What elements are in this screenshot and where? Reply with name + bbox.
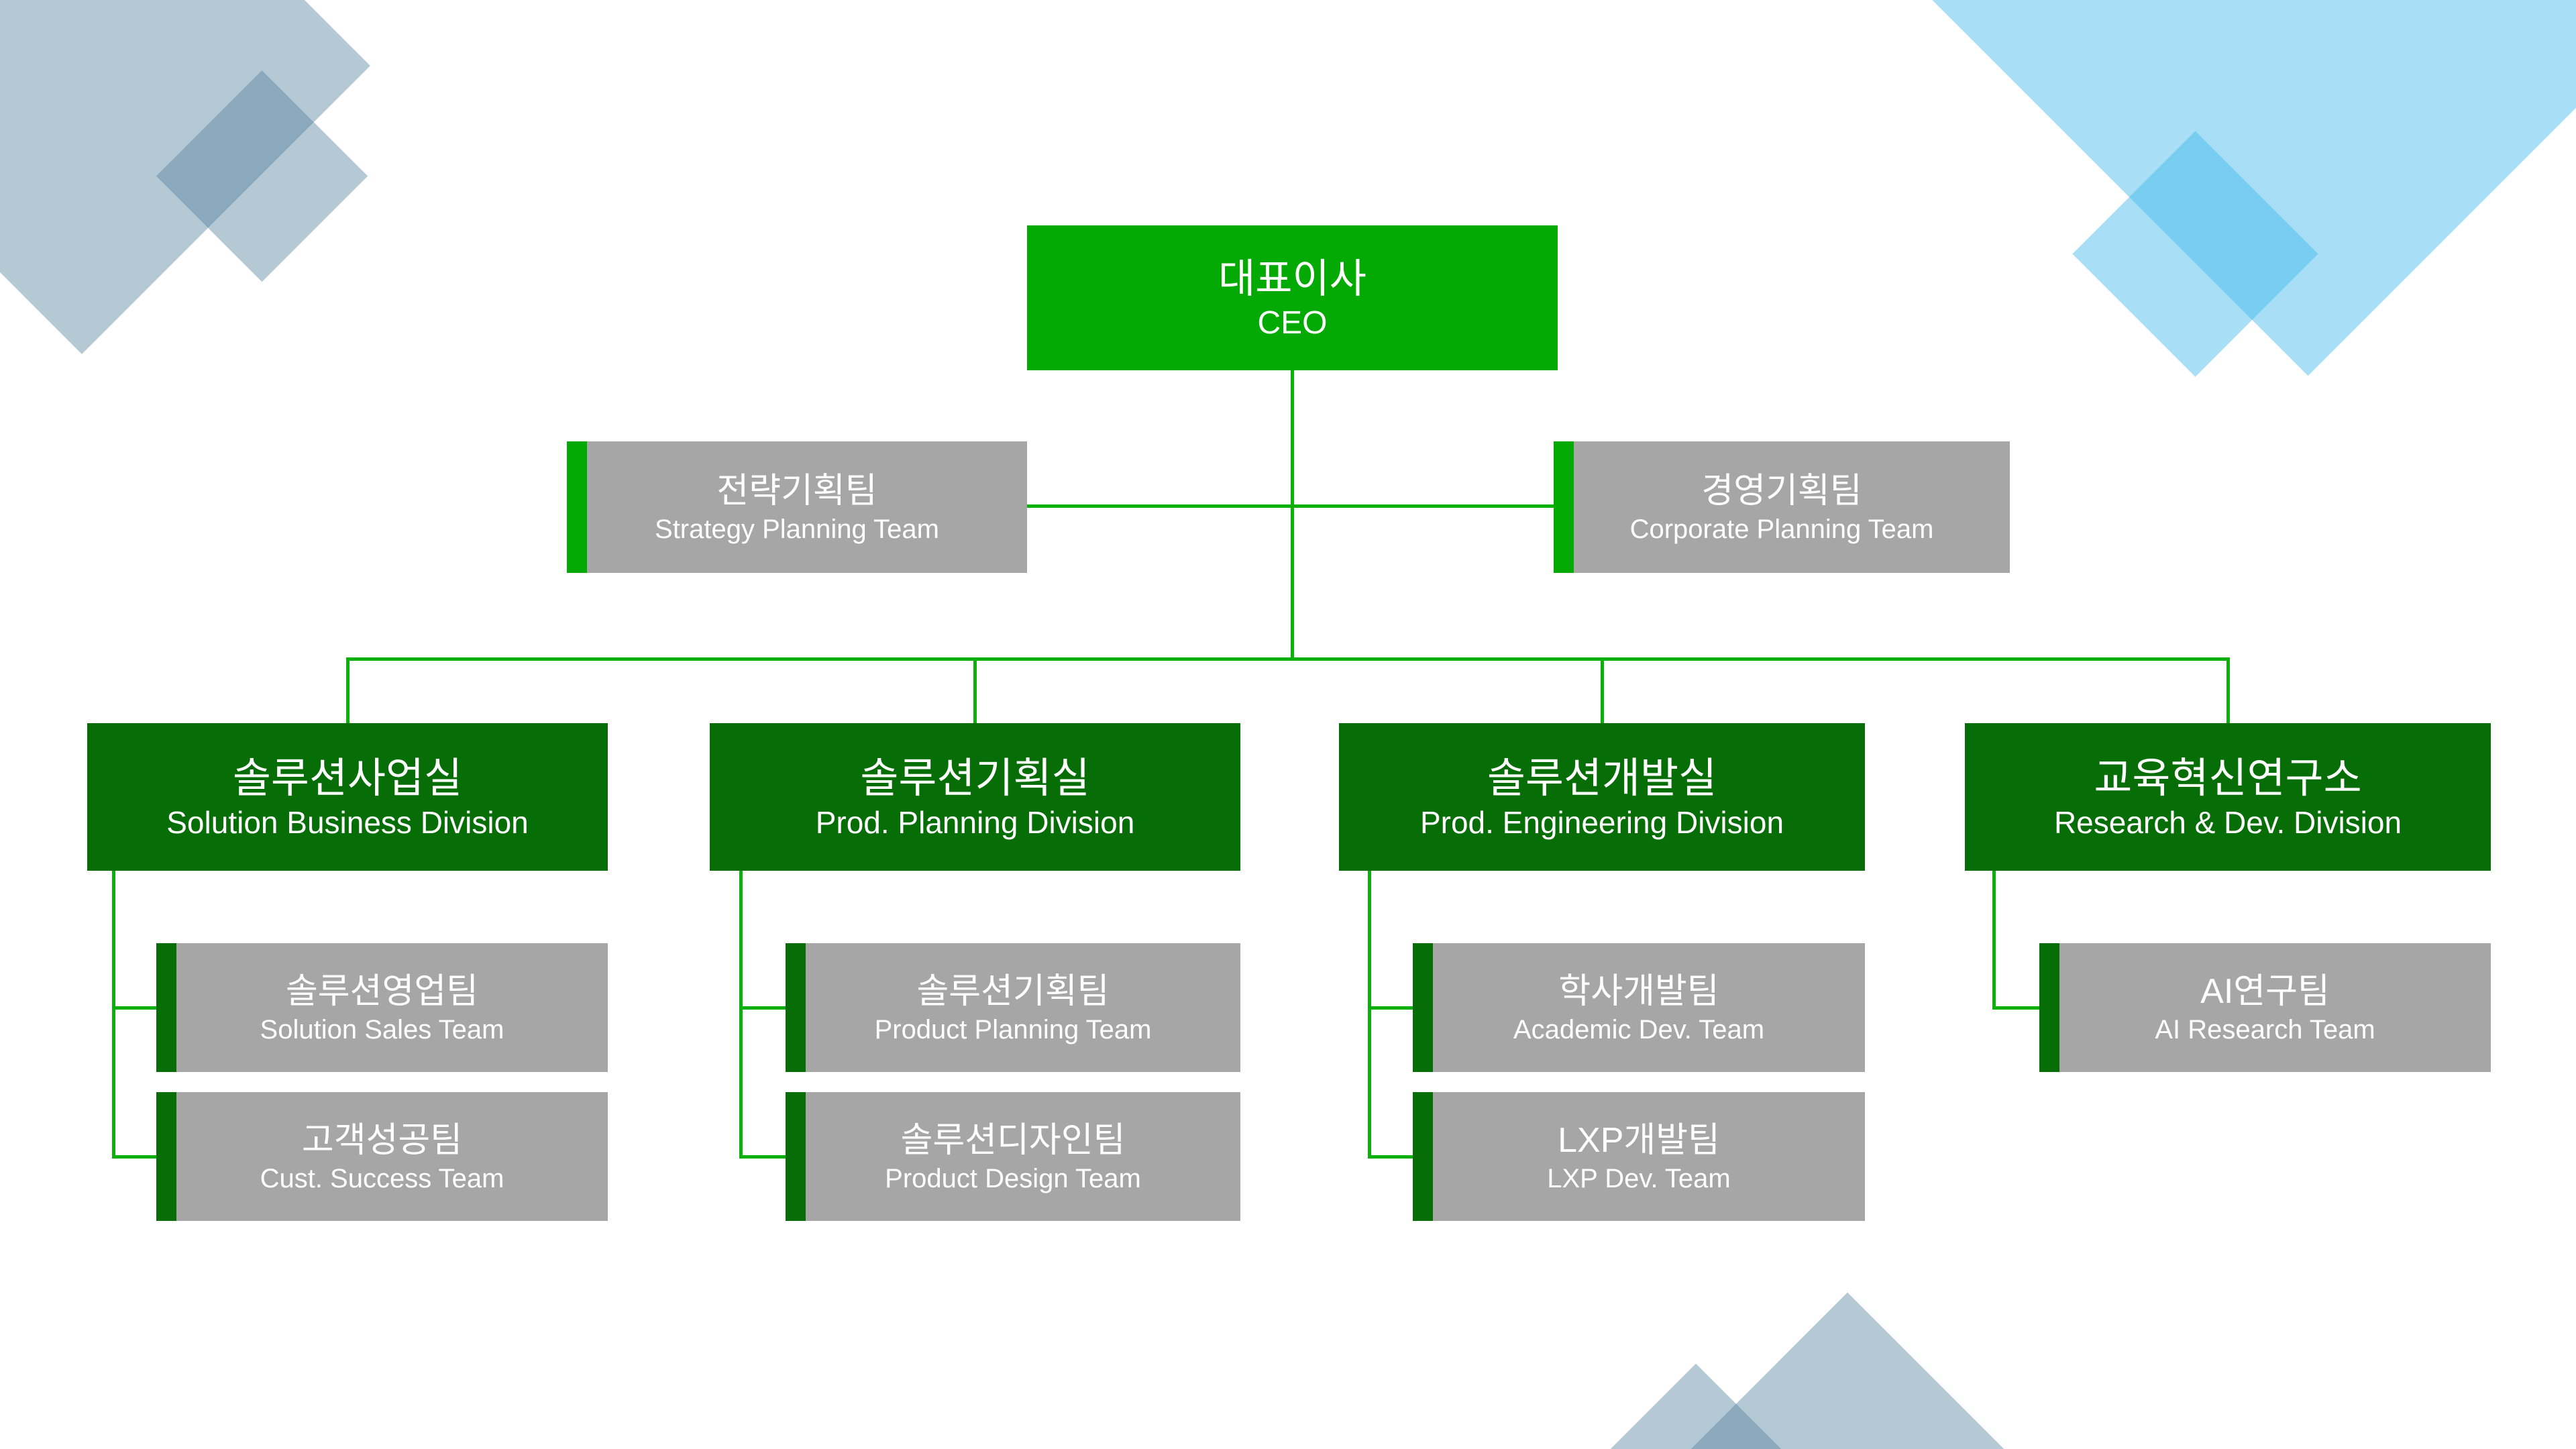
- connector-drop-division-4: [2226, 657, 2230, 723]
- division-name-en: Prod. Engineering Division: [1419, 805, 1784, 841]
- connector-div3-teams-vertical: [1368, 871, 1371, 1159]
- accent-bar: [2039, 943, 2059, 1072]
- accent-bar: [567, 441, 587, 573]
- connector-drop-division-3: [1601, 657, 1604, 723]
- connector-drop-division-2: [973, 657, 977, 723]
- team-name-ko: 학사개발팀: [1558, 971, 1719, 1011]
- division-name-ko: 솔루션개발실: [1487, 755, 1717, 802]
- connector-div4-team1-stub: [1992, 1006, 2039, 1010]
- team-name-en: AI Research Team: [2155, 1014, 2375, 1044]
- accent-bar: [1413, 943, 1433, 1072]
- team-name-en: Academic Dev. Team: [1513, 1014, 1765, 1044]
- division-name-en: Solution Business Division: [166, 805, 529, 841]
- staff-name-ko: 경영기획팀: [1701, 471, 1862, 511]
- accent-bar: [156, 1092, 176, 1221]
- team-name-ko: AI연구팀: [2200, 971, 2330, 1011]
- team-box-ai-research: AI연구팀 AI Research Team: [2039, 943, 2491, 1072]
- accent-bar: [786, 1092, 806, 1221]
- team-box-academic-dev: 학사개발팀 Academic Dev. Team: [1413, 943, 1865, 1072]
- connector-ceo-vertical: [1291, 370, 1294, 659]
- team-name-en: Product Design Team: [885, 1163, 1141, 1193]
- team-name-ko: 솔루션영업팀: [285, 971, 479, 1011]
- team-name-ko: 고객성공팀: [301, 1120, 463, 1160]
- division-name-en: Research & Dev. Division: [2053, 805, 2402, 841]
- team-box-lxp-dev: LXP개발팀 LXP Dev. Team: [1413, 1092, 1865, 1221]
- division-box-solution-business: 솔루션사업실 Solution Business Division: [87, 723, 608, 871]
- division-name-ko: 솔루션기획실: [860, 755, 1090, 802]
- ceo-name-ko: 대표이사: [1218, 256, 1366, 301]
- division-name-en: Prod. Planning Division: [815, 805, 1135, 841]
- connector-div1-team2-stub: [112, 1155, 156, 1159]
- team-name-en: Product Planning Team: [874, 1014, 1152, 1044]
- division-box-prod-engineering: 솔루션개발실 Prod. Engineering Division: [1339, 723, 1865, 871]
- team-box-solution-sales: 솔루션영업팀 Solution Sales Team: [156, 943, 608, 1072]
- connector-div3-team2-stub: [1368, 1155, 1413, 1159]
- team-name-en: Cust. Success Team: [260, 1163, 504, 1193]
- division-name-ko: 교육혁신연구소: [2094, 755, 2362, 802]
- connector-div3-team1-stub: [1368, 1006, 1413, 1010]
- connector-divisions-horizontal: [346, 657, 2230, 661]
- connector-div4-teams-vertical: [1992, 871, 1996, 1010]
- connector-div2-team2-stub: [739, 1155, 786, 1159]
- team-name-en: LXP Dev. Team: [1547, 1163, 1731, 1193]
- ceo-box: 대표이사 CEO: [1027, 225, 1558, 370]
- team-box-product-planning: 솔루션기획팀 Product Planning Team: [786, 943, 1240, 1072]
- staff-name-ko: 전략기획팀: [716, 471, 877, 511]
- team-name-ko: LXP개발팀: [1558, 1120, 1720, 1160]
- ceo-name-en: CEO: [1257, 305, 1328, 341]
- division-box-prod-planning: 솔루션기획실 Prod. Planning Division: [710, 723, 1240, 871]
- connector-div1-teams-vertical: [112, 871, 115, 1159]
- connector-div2-team1-stub: [739, 1006, 786, 1010]
- team-name-ko: 솔루션디자인팀: [900, 1120, 1126, 1160]
- connector-staff-horizontal: [1027, 504, 1554, 508]
- accent-bar: [156, 943, 176, 1072]
- staff-box-corporate-planning: 경영기획팀 Corporate Planning Team: [1554, 441, 2010, 573]
- connector-div2-teams-vertical: [739, 871, 743, 1159]
- connector-div1-team1-stub: [112, 1006, 156, 1010]
- division-name-ko: 솔루션사업실: [232, 755, 463, 802]
- team-name-en: Solution Sales Team: [260, 1014, 504, 1044]
- accent-bar: [1413, 1092, 1433, 1221]
- staff-name-en: Corporate Planning Team: [1629, 514, 1934, 544]
- staff-box-strategy-planning: 전략기획팀 Strategy Planning Team: [567, 441, 1027, 573]
- team-box-product-design: 솔루션디자인팀 Product Design Team: [786, 1092, 1240, 1221]
- division-box-research-dev: 교육혁신연구소 Research & Dev. Division: [1965, 723, 2491, 871]
- team-name-ko: 솔루션기획팀: [916, 971, 1110, 1011]
- accent-bar: [1554, 441, 1574, 573]
- connector-drop-division-1: [346, 657, 350, 723]
- team-box-cust-success: 고객성공팀 Cust. Success Team: [156, 1092, 608, 1221]
- staff-name-en: Strategy Planning Team: [655, 514, 939, 544]
- accent-bar: [786, 943, 806, 1072]
